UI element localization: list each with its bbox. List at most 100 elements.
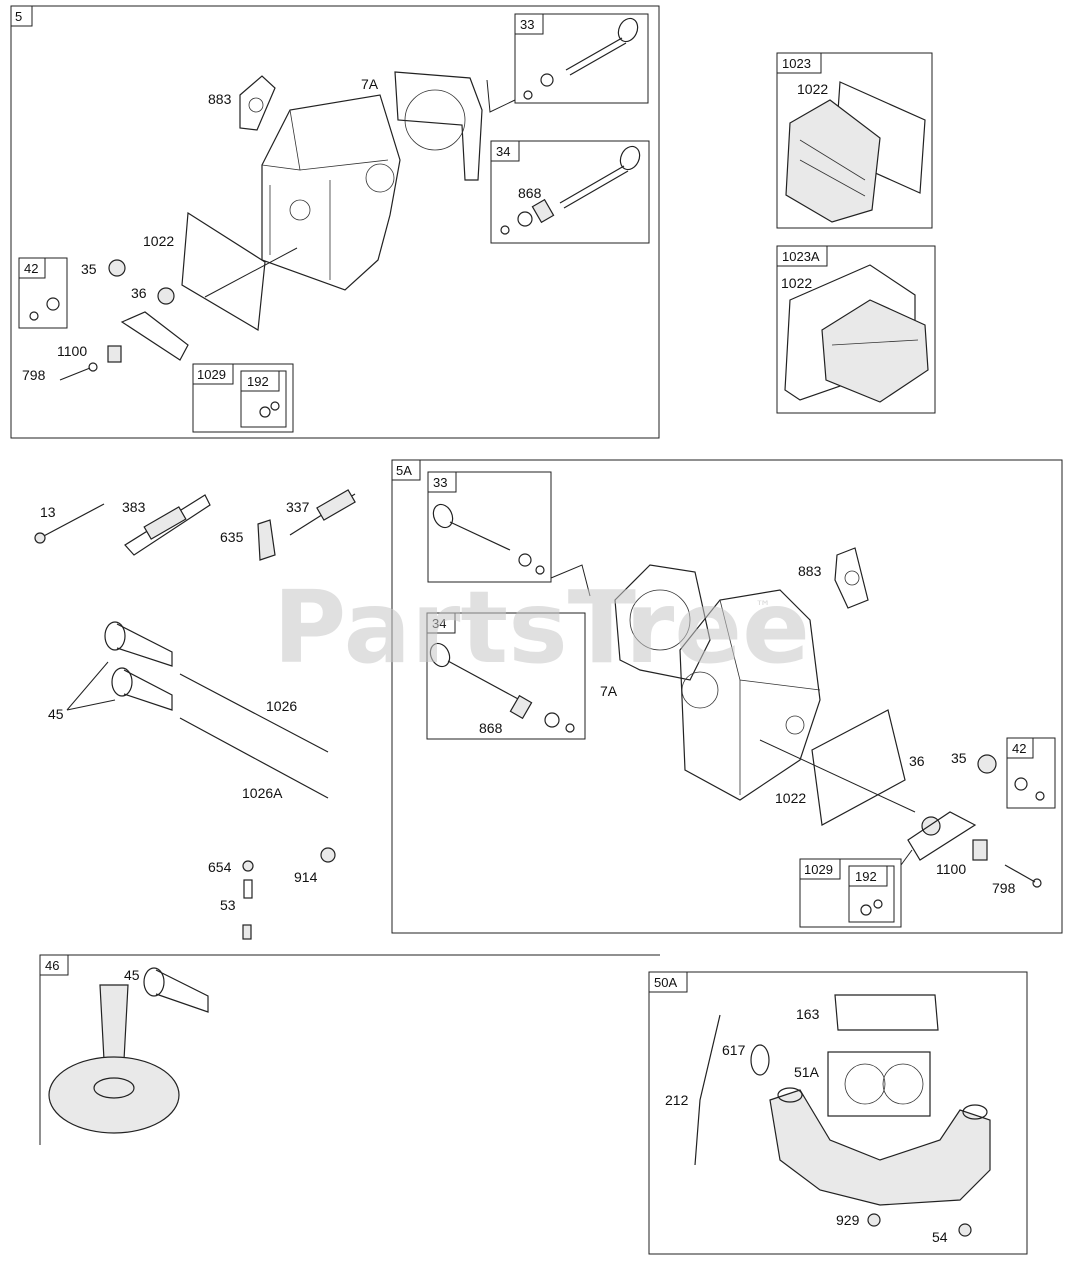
cylinder-head-5a (679, 589, 821, 801)
box-5a-34 (426, 612, 586, 740)
group-tag-5a-192: 192 (855, 869, 877, 884)
exhaust-valve-33 (523, 17, 639, 100)
label-54: 54 (932, 1229, 948, 1245)
section-1023a: 1023A 1022 (776, 245, 936, 414)
box-valve-33 (514, 13, 649, 104)
label-51a: 51A (794, 1064, 820, 1080)
label-383: 383 (122, 499, 146, 515)
nut-36 (157, 287, 175, 305)
loose-parts: 13 383 337 635 45 1026 1026 (34, 489, 356, 940)
nut-35 (108, 259, 126, 277)
valve-5a-33 (432, 503, 545, 575)
label-798: 798 (22, 367, 46, 383)
head-gasket-5a (614, 564, 711, 681)
rocker-gasket-5a (759, 709, 916, 826)
rocker-gasket-1022 (181, 211, 298, 331)
label-5a-798: 798 (992, 880, 1016, 896)
rocker-arm (120, 311, 189, 361)
group-tag-5a-42: 42 (1012, 741, 1026, 756)
spark-plug-337 (289, 489, 356, 536)
group-tag-5: 5 (15, 9, 22, 24)
group-tag-46: 46 (45, 958, 59, 973)
label-5a-35: 35 (951, 750, 967, 766)
label-7a: 7A (361, 76, 379, 92)
push-rod-1026 (179, 673, 329, 753)
label-36: 36 (131, 285, 147, 301)
label-635: 635 (220, 529, 244, 545)
gasket-163 (834, 994, 939, 1031)
bolt-13 (34, 503, 105, 544)
label-1100: 1100 (57, 343, 87, 359)
tappet-46-45 (143, 967, 209, 1013)
label-883: 883 (208, 91, 232, 107)
group-tag-33: 33 (520, 17, 534, 32)
cylinder-head (261, 94, 401, 291)
nut-5a-36 (921, 816, 941, 836)
label-5a-7a: 7A (600, 683, 618, 699)
watermark: PartsTree (273, 569, 810, 686)
push-rod-1026a (179, 717, 329, 799)
nut-654 (242, 860, 254, 872)
group-tag-5a-33: 33 (433, 475, 447, 490)
dipstick-212 (694, 1014, 721, 1166)
exhaust-manifold (769, 1087, 991, 1206)
label-654: 654 (208, 859, 232, 875)
label-46-45: 45 (124, 967, 140, 983)
label-5a-1022: 1022 (775, 790, 806, 806)
label-35: 35 (81, 261, 97, 277)
screw-5a-798 (1004, 864, 1036, 883)
camshaft-gear (48, 984, 180, 1134)
label-617: 617 (722, 1042, 746, 1058)
boot-635 (257, 519, 276, 561)
label-1022: 1022 (143, 233, 174, 249)
label-5a-868: 868 (479, 720, 503, 736)
box-valve-34 (490, 140, 650, 244)
label-337: 337 (286, 499, 310, 515)
box-5a-1029 (799, 858, 902, 928)
label-929: 929 (836, 1212, 860, 1228)
watermark-trademark: ™ (755, 597, 771, 616)
nut-5a-35 (977, 754, 997, 774)
head-gasket (394, 71, 483, 181)
section-46: 46 45 (39, 954, 660, 1145)
guide-5a-1100 (972, 839, 988, 861)
label-1023a-1022: 1022 (781, 275, 812, 291)
spacer-53 (243, 879, 253, 899)
pin (242, 924, 252, 940)
label-5a-883: 883 (798, 563, 822, 579)
label-53: 53 (220, 897, 236, 913)
rocker-arm-5a (907, 811, 977, 861)
exhaust-gasket-5a-883 (834, 547, 869, 609)
valve-cover-1023a (784, 264, 929, 403)
valve-tappets-45 (104, 621, 173, 711)
section-5: 5 33 34 868 (10, 5, 660, 439)
label-1026a: 1026A (242, 785, 283, 801)
valve-cover-1023 (785, 81, 926, 223)
valve-5a-34 (429, 642, 575, 733)
group-tag-50a: 50A (654, 975, 677, 990)
group-tag-1029: 1029 (197, 367, 226, 382)
label-13: 13 (40, 504, 56, 520)
screw-798 (59, 367, 91, 381)
group-tag-1023a: 1023A (782, 249, 820, 264)
label-914: 914 (294, 869, 318, 885)
bolt-54 (958, 1223, 972, 1237)
group-tag-5a: 5A (396, 463, 412, 478)
label-1026: 1026 (266, 698, 297, 714)
guide-1100 (107, 345, 122, 363)
group-tag-42: 42 (24, 261, 38, 276)
label-212: 212 (665, 1092, 689, 1108)
label-163: 163 (796, 1006, 820, 1022)
label-1023-1022: 1022 (797, 81, 828, 97)
group-tag-1023: 1023 (782, 56, 811, 71)
group-tag-34: 34 (496, 144, 510, 159)
box-1029 (192, 363, 294, 433)
box-5a-33 (427, 471, 552, 583)
section-5a: 5A 33 34 868 7A (391, 459, 1063, 934)
screw-914 (320, 847, 336, 863)
label-5a-1100: 1100 (936, 861, 966, 877)
section-1023: 1023 1022 (776, 52, 933, 229)
section-50a: 50A 163 617 51A 212 929 54 (648, 971, 1028, 1255)
seal-617 (750, 1044, 770, 1076)
label-868: 868 (518, 185, 542, 201)
